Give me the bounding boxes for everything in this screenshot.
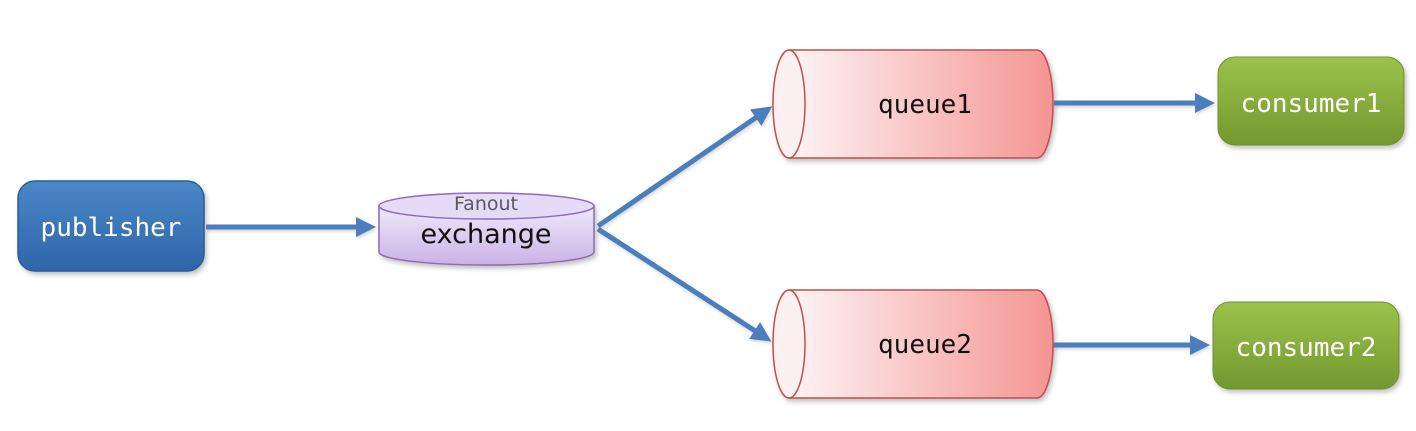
- queue2-label: queue2: [878, 330, 972, 360]
- consumer1-label: consumer1: [1241, 89, 1382, 119]
- exchange-type-label: Fanout: [454, 193, 518, 215]
- edge-exchange-queue1: [596, 106, 773, 229]
- node-queue1: queue1: [772, 49, 1054, 159]
- node-consumer2: consumer2: [1212, 301, 1400, 390]
- node-exchange: Fanout exchange: [378, 192, 595, 266]
- edges: [206, 93, 1215, 355]
- publisher-label: publisher: [41, 213, 182, 243]
- node-publisher: publisher: [17, 180, 205, 272]
- consumer2-label: consumer2: [1236, 333, 1377, 363]
- queue1-label: queue1: [878, 90, 972, 120]
- exchange-label: exchange: [420, 219, 551, 250]
- node-consumer1: consumer1: [1217, 56, 1405, 146]
- node-queue2: queue2: [772, 289, 1054, 399]
- edge-exchange-queue2: [596, 226, 772, 342]
